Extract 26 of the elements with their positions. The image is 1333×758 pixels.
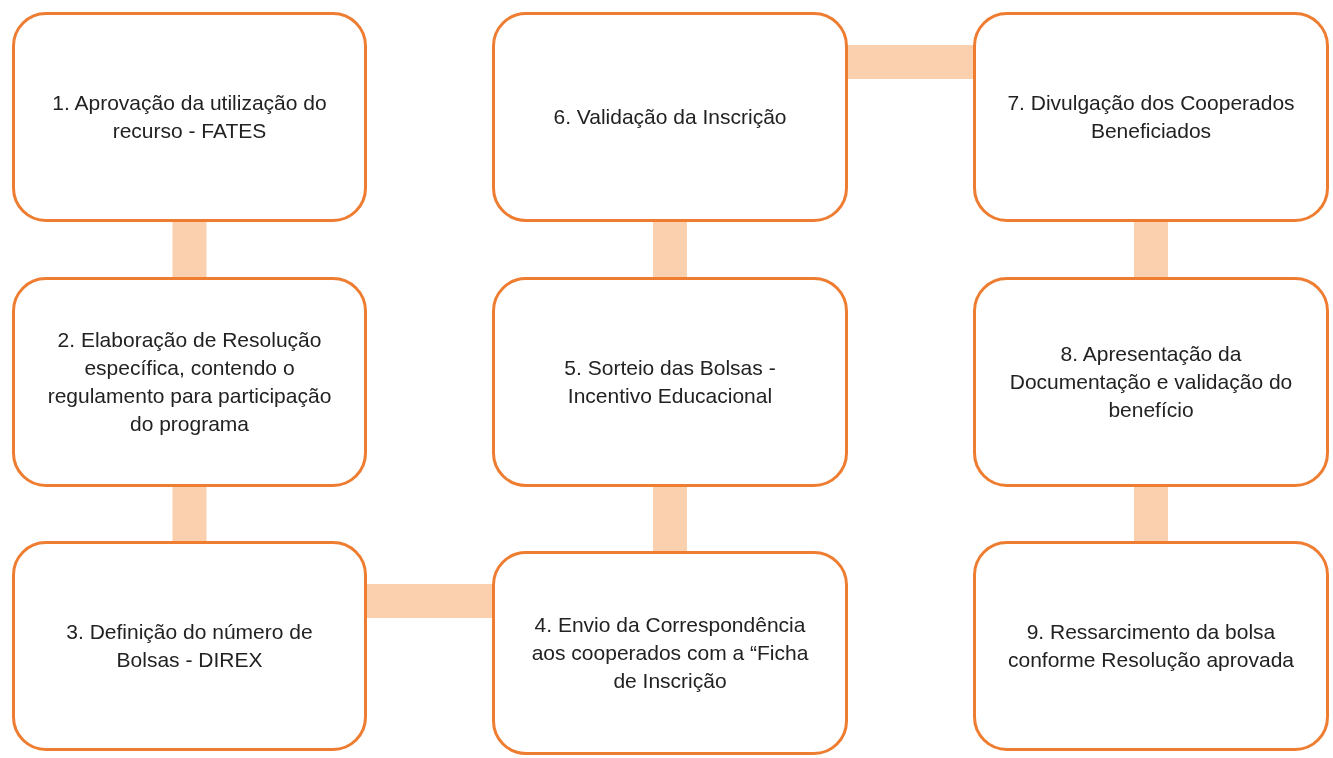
process-box [492, 551, 848, 755]
connector-bar [1134, 487, 1168, 541]
process-box [12, 541, 367, 751]
process-box [973, 12, 1329, 222]
step-text: 3. Definição do número de Bolsas - DIREX [65, 619, 314, 673]
step-text: 8. Apresentação da Documentação e validação do benefício [1008, 341, 1294, 423]
step-text: 7. Divulgação dos Cooperados Beneficiados [1006, 90, 1296, 144]
process-box [12, 12, 367, 222]
connector-bar [653, 222, 687, 277]
process-box [492, 12, 848, 222]
connector-bar [172, 487, 207, 541]
process-box [12, 277, 367, 487]
connector-bar [653, 487, 687, 551]
process-box [973, 541, 1329, 751]
process-box [973, 277, 1329, 487]
step-text: 2. Elaboração de Resolução específica, contendo o regulamento para participação do programa [46, 327, 333, 437]
step-text: 5. Sorteio das Bolsas - Incentivo Educacional [563, 355, 777, 409]
connector-bar [367, 584, 492, 618]
step-text: 6. Validação da Inscrição [553, 104, 787, 130]
connector-bar [1134, 222, 1168, 277]
step-text: 4. Envio da Correspondência aos cooperados com a “Ficha de Inscrição [530, 612, 810, 694]
step-text: 9. Ressarcimento da bolsa conforme Resolução aprovada [1007, 619, 1295, 673]
connector-bar [172, 222, 207, 277]
connector-bar [848, 45, 973, 79]
process-box [492, 277, 848, 487]
step-text: 1. Aprovação da utilização do recurso - FATES [51, 90, 328, 144]
